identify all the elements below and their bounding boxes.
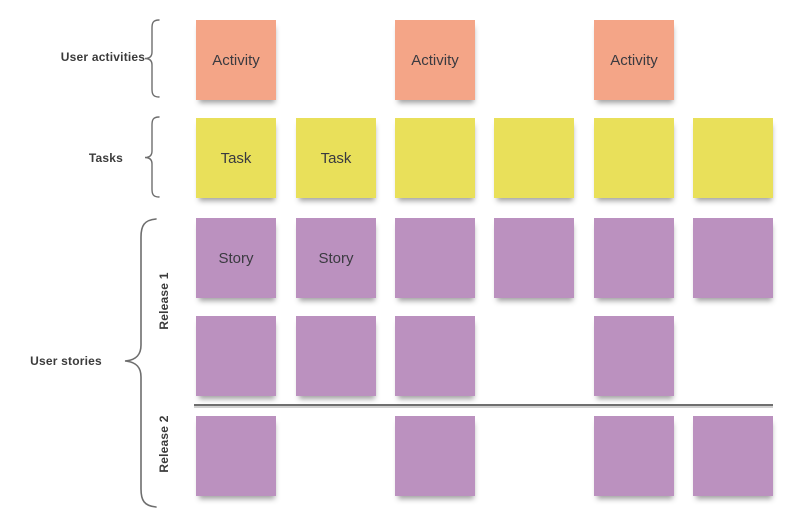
sticky-note-task[interactable]: Task bbox=[296, 118, 376, 198]
sticky-note-story[interactable] bbox=[196, 316, 276, 396]
sticky-note-activity[interactable]: Activity bbox=[196, 20, 276, 100]
sticky-note-story[interactable] bbox=[494, 218, 574, 298]
user-activities-label: User activities bbox=[60, 50, 146, 64]
sticky-note-story[interactable] bbox=[594, 218, 674, 298]
sticky-note-task[interactable] bbox=[594, 118, 674, 198]
sticky-note-task[interactable]: Task bbox=[196, 118, 276, 198]
release-divider-line bbox=[194, 404, 773, 406]
sticky-note-story[interactable]: Story bbox=[296, 218, 376, 298]
sticky-note-story[interactable] bbox=[594, 416, 674, 496]
sticky-note-task[interactable] bbox=[395, 118, 475, 198]
activities-brace-icon bbox=[144, 19, 160, 98]
sticky-note-story[interactable] bbox=[693, 416, 773, 496]
sticky-note-story[interactable] bbox=[594, 316, 674, 396]
user-stories-brace-icon bbox=[124, 218, 157, 508]
sticky-note-activity[interactable]: Activity bbox=[395, 20, 475, 100]
user-stories-label: User stories bbox=[30, 354, 102, 368]
sticky-note-task[interactable] bbox=[494, 118, 574, 198]
sticky-note-story[interactable] bbox=[296, 316, 376, 396]
sticky-note-story[interactable] bbox=[196, 416, 276, 496]
sticky-note-story[interactable] bbox=[395, 316, 475, 396]
sticky-note-task[interactable] bbox=[693, 118, 773, 198]
sticky-note-story[interactable] bbox=[693, 218, 773, 298]
sticky-note-story[interactable] bbox=[395, 416, 475, 496]
sticky-note-activity[interactable]: Activity bbox=[594, 20, 674, 100]
tasks-brace-icon bbox=[144, 116, 160, 198]
sticky-note-story[interactable] bbox=[395, 218, 475, 298]
sticky-note-story[interactable]: Story bbox=[196, 218, 276, 298]
tasks-label: Tasks bbox=[88, 151, 124, 165]
